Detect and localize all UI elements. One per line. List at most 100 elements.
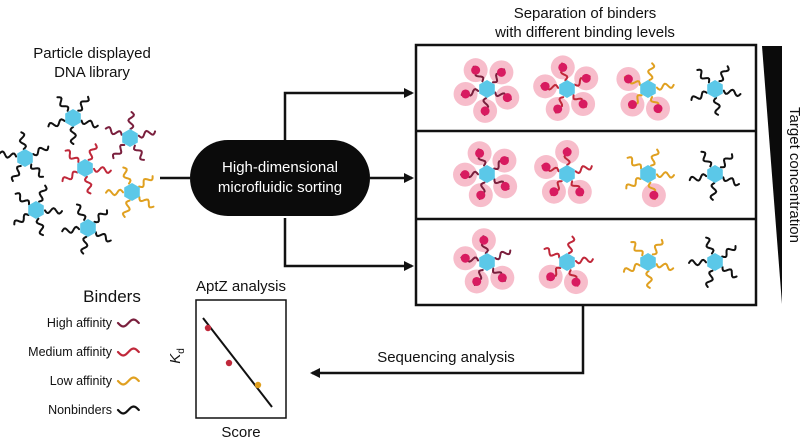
separation-bins xyxy=(414,43,758,307)
sorted-particle-r0-medium xyxy=(533,55,599,121)
particle-bead xyxy=(80,219,96,237)
separation-title-line1: Separation of binders xyxy=(514,5,657,22)
target-molecule xyxy=(578,99,588,109)
dna-strand xyxy=(574,165,593,175)
dna-strand xyxy=(722,88,742,98)
dna-strand xyxy=(105,188,124,197)
target-molecule xyxy=(623,74,633,84)
target-molecule xyxy=(476,190,486,200)
sorted-particle-r2-low xyxy=(622,238,675,289)
particle-bead xyxy=(559,80,575,98)
dna-strand xyxy=(47,118,66,128)
dna-strand xyxy=(705,269,714,288)
particle-bead xyxy=(707,253,723,271)
target-molecule xyxy=(471,65,481,75)
aptz-plot-frame xyxy=(195,299,287,419)
target-molecule xyxy=(541,162,551,172)
dna-strand xyxy=(696,68,711,84)
target-molecule xyxy=(497,273,507,283)
library-particle-4 xyxy=(105,166,155,218)
particle-bead xyxy=(640,253,656,271)
dna-strand xyxy=(122,166,132,185)
dna-strand xyxy=(56,96,70,112)
dna-library-particles xyxy=(0,95,157,255)
library-particle-0 xyxy=(47,95,99,145)
aptz-point-high xyxy=(204,324,212,332)
particle-bead xyxy=(479,165,495,183)
dna-strand xyxy=(721,245,737,258)
legend-item: High affinity xyxy=(47,316,140,330)
aptz-point-medium xyxy=(225,359,233,367)
legend-item: Nonbinders xyxy=(48,403,140,417)
target-molecule xyxy=(502,93,512,103)
sorter-label-line2: microfluidic sorting xyxy=(218,179,342,196)
dna-strand xyxy=(83,175,93,195)
dna-strand xyxy=(719,153,734,169)
dna-strand xyxy=(567,235,576,255)
particle-bead xyxy=(77,159,93,177)
sequencing-label: Sequencing analysis xyxy=(377,349,515,366)
library-title-line2: DNA library xyxy=(54,64,130,81)
sorted-particle-r1-high xyxy=(453,141,518,208)
particle-bead xyxy=(124,183,140,201)
dna-strand xyxy=(712,96,721,116)
dna-strand xyxy=(656,171,675,179)
aptz-analysis-panel: AptZ analysis Kd Score xyxy=(167,278,287,441)
dna-strand xyxy=(700,150,713,168)
legend-item: Low affinity xyxy=(50,374,140,388)
sequencing-arrow xyxy=(310,305,585,378)
dna-strand xyxy=(543,247,561,259)
flow-arrows xyxy=(160,88,585,378)
particle-bead xyxy=(17,149,33,167)
sorted-particle-r2-medium xyxy=(538,235,594,295)
target-molecule xyxy=(562,147,572,157)
dna-strand xyxy=(93,166,112,174)
aptz-ylabel-main: K xyxy=(167,353,184,364)
target-molecule xyxy=(480,106,490,116)
sorted-particle-r0-non xyxy=(690,65,742,116)
library-particle-2 xyxy=(0,131,50,182)
microfluidic-sorter: High-dimensional microfluidic sorting xyxy=(190,140,370,216)
particle-bead xyxy=(479,253,495,271)
dna-strand xyxy=(13,213,30,226)
legend-swatch xyxy=(116,376,140,386)
dna-strand xyxy=(44,207,63,215)
legend-item-label: Nonbinders xyxy=(48,403,112,417)
dna-strand xyxy=(625,177,642,190)
dna-strand xyxy=(138,175,154,188)
target-molecule xyxy=(479,235,489,245)
dna-strand xyxy=(64,149,80,163)
dna-strand xyxy=(93,209,109,224)
particle-bead xyxy=(479,80,495,98)
library-particle-6 xyxy=(61,203,112,255)
aptz-ylabel-sub: d xyxy=(176,348,187,354)
particle-bead xyxy=(707,80,723,98)
dna-strand xyxy=(61,170,79,183)
aptz-xlabel: Score xyxy=(221,424,260,441)
target-molecule xyxy=(461,89,471,99)
legend-swatch xyxy=(116,318,140,328)
dna-strand xyxy=(690,90,708,101)
particle-bead xyxy=(65,109,81,127)
branch-top-arrow xyxy=(283,88,414,140)
particle-bead xyxy=(28,201,44,219)
dna-strand xyxy=(94,231,112,243)
dna-strand xyxy=(138,196,155,209)
dna-strand xyxy=(718,65,730,83)
separation-title-line2: with different binding levels xyxy=(494,24,675,41)
dna-strand xyxy=(688,173,708,182)
dna-strand xyxy=(80,119,99,129)
dna-strand xyxy=(29,163,45,178)
sorted-particle-r0-high xyxy=(453,58,520,123)
dna-strand xyxy=(721,266,738,279)
target-molecule xyxy=(546,272,556,282)
aptz-ylabel: Kd xyxy=(167,348,187,364)
dna-strand xyxy=(75,203,87,221)
particle-bead xyxy=(707,165,723,183)
sorted-particle-r2-non xyxy=(688,236,738,288)
aptz-fit-line xyxy=(202,317,273,408)
dna-strand xyxy=(574,256,594,265)
sorted-particle-r2-high xyxy=(453,228,515,294)
dna-strand xyxy=(111,143,126,160)
target-molecule xyxy=(499,156,509,166)
